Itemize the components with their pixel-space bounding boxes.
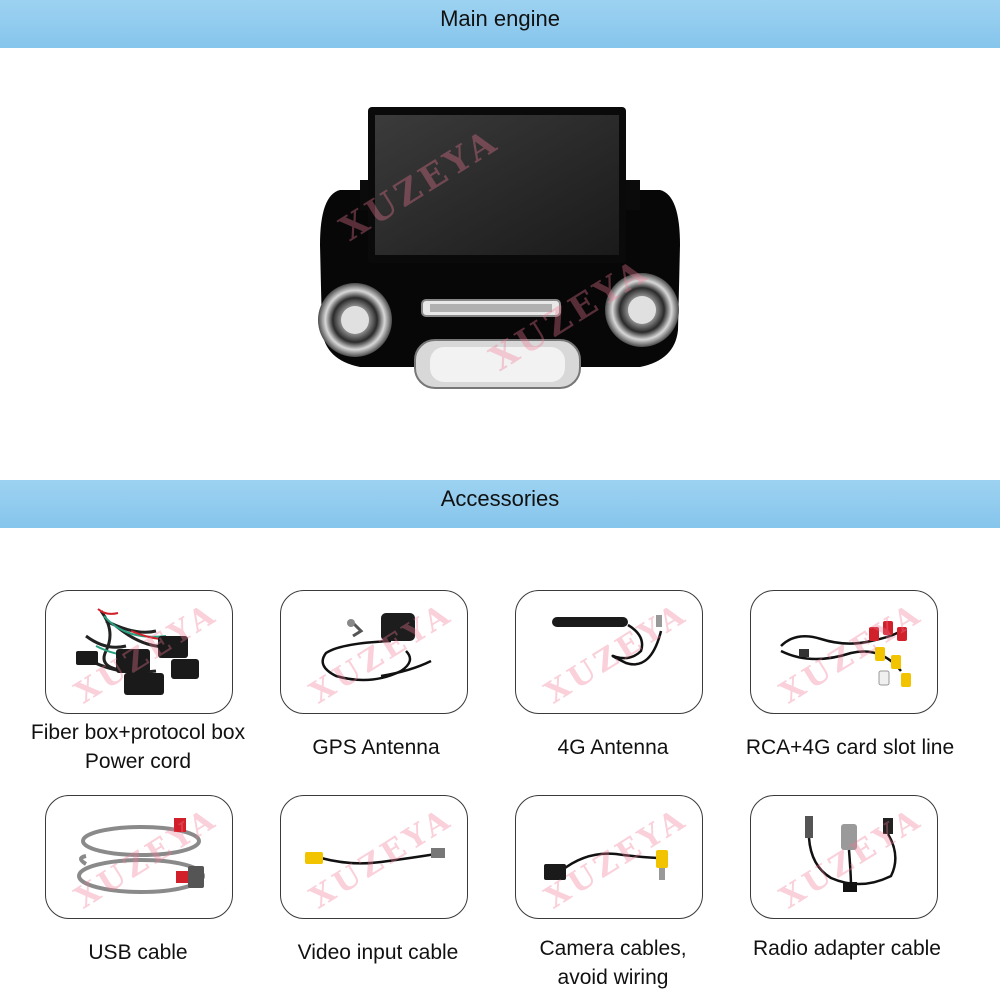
main-engine-title: Main engine (440, 6, 560, 31)
accessory-card-radio-adapter: XUZEYA (750, 795, 938, 919)
accessories-title: Accessories (440, 486, 560, 511)
head-unit-image (318, 107, 680, 389)
video-input-cable-image (305, 848, 445, 865)
caption-video-input: Video input cable (297, 941, 459, 964)
accessory-card-camera-cables: XUZEYA (515, 795, 703, 919)
caption-camera-cables: Camera cables, avoid wiring (539, 937, 687, 989)
accessory-card-rca-line: XUZEYA (750, 590, 938, 714)
accessory-card-usb-cable: XUZEYA (45, 795, 233, 919)
usb-cable-image (77, 818, 205, 894)
4g-antenna-image (552, 615, 663, 666)
camera-cables-image (544, 850, 668, 880)
accessory-card-gps-antenna: XUZEYA (280, 590, 468, 714)
main-engine-banner: Main engine (0, 0, 1000, 48)
gps-antenna-image (321, 613, 432, 682)
accessory-card-video-input: XUZEYA (280, 795, 468, 919)
caption-4g-antenna: 4G Antenna (557, 736, 669, 759)
caption-rca-line: RCA+4G card slot line (745, 736, 955, 759)
caption-usb-cable: USB cable (88, 941, 188, 964)
power-cord-image (76, 608, 199, 695)
caption-gps-antenna: GPS Antenna (312, 736, 440, 759)
caption-power-cord: Fiber box+protocol box Power cord (30, 721, 246, 773)
rca-line-image (780, 621, 911, 687)
radio-adapter-cable-image (805, 816, 897, 892)
accessories-banner: Accessories (0, 480, 1000, 528)
caption-radio-adapter: Radio adapter cable (753, 937, 941, 960)
accessory-card-power-cord: XUZEYA (45, 590, 233, 714)
accessory-card-4g-antenna: XUZEYA (515, 590, 703, 714)
